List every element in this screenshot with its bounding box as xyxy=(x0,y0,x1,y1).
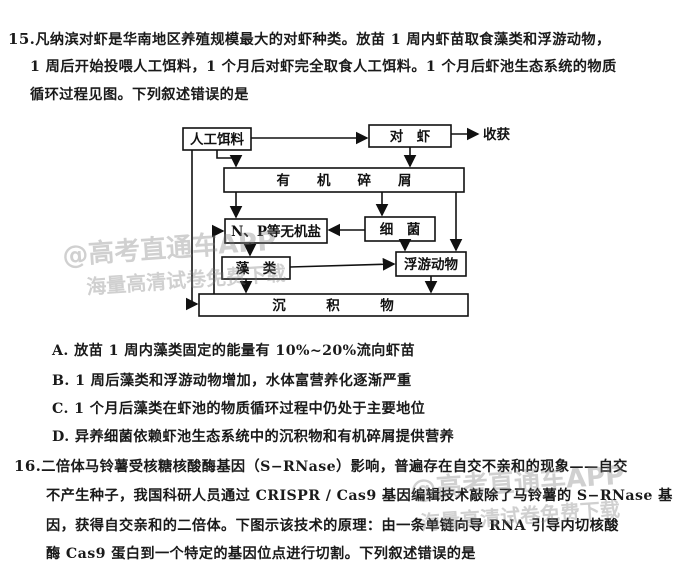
question-15-line-2: 1 周后开始投喂人工饵料，1 个月后对虾完全取食人工饵料。1 个月后虾池生态系统… xyxy=(30,59,617,75)
option-b[interactable]: B. 1 周后藻类和浮游动物增加，水体富营养化逐渐严重 xyxy=(52,373,412,389)
organic-debris-label: 有 机 碎 屑 xyxy=(277,172,412,189)
sediment-label: 沉 积 物 xyxy=(272,297,394,314)
organic-debris-box xyxy=(223,167,465,193)
option-a[interactable]: A. 放苗 1 周内藻类固定的能量有 10%~20%流向虾苗 xyxy=(52,343,415,359)
nutrients-label: N、P等无机盐 xyxy=(231,223,321,240)
question-16-line-3: 因，获得自交亲和的二倍体。下图示该技术的原理：由一条单链向导 RNA 引导内切核… xyxy=(46,518,619,534)
feed-label: 人工饵料 xyxy=(190,131,244,148)
question-16-line-2: 不产生种子，我国科研人员通过 CRISPR / Cas9 基因编辑技术敲除了马铃… xyxy=(46,488,673,504)
harvest-label: 收获 xyxy=(483,126,510,143)
nutrients-box xyxy=(224,218,328,244)
feed-to-debris-arrow xyxy=(216,150,243,168)
algae-label: 藻 类 xyxy=(236,260,277,277)
sediment-box xyxy=(198,293,469,317)
bacteria-label: 细 菌 xyxy=(380,221,421,238)
algae-to-zooplankton-arrow xyxy=(289,257,396,271)
algae-box xyxy=(221,256,291,280)
zooplankton-box xyxy=(395,251,467,277)
option-c[interactable]: C. 1 个月后藻类在虾池的物质循环过程中仍处于主要地位 xyxy=(52,401,426,417)
shrimp-label: 对 虾 xyxy=(390,128,431,145)
option-d[interactable]: D. 异养细菌依赖虾池生态系统中的沉积物和有机碎屑提供营养 xyxy=(52,429,455,445)
question-15-line-3: 循环过程见图。下列叙述错误的是 xyxy=(30,87,249,103)
question-16-number: 16. xyxy=(14,457,42,475)
bacteria-box xyxy=(364,216,436,242)
question-15-number: 15. xyxy=(8,30,36,48)
question-15-line-1: 15.凡纳滨对虾是华南地区养殖规模最大的对虾种类。放苗 1 周内虾苗取食藻类和浮… xyxy=(8,30,611,48)
zooplankton-label: 浮游动物 xyxy=(404,256,458,273)
question-16-line-1: 16.二倍体马铃薯受核糖核酸酶基因（S−RNase）影响，普遍存在自交不亲和的现… xyxy=(14,457,628,475)
question-16-line-4: 酶 Cas9 蛋白到一个特定的基因位点进行切割。下列叙述错误的是 xyxy=(46,546,476,562)
